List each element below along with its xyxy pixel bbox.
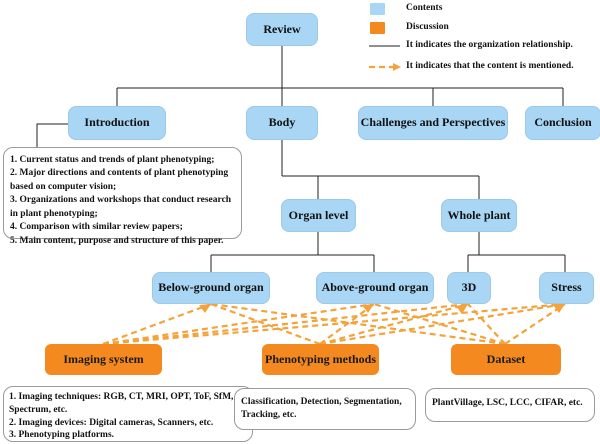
imaging-note-line-1: 1. Imaging techniques: RGB, CT, MRI, OPT… xyxy=(9,392,234,415)
imaging-system-note: 1. Imaging techniques: RGB, CT, MRI, OPT… xyxy=(3,386,253,442)
node-conclusion: Conclusion xyxy=(525,106,600,140)
legend-contents-swatch xyxy=(370,3,385,15)
node-review: Review xyxy=(246,13,318,46)
legend-discussion-swatch xyxy=(370,22,385,34)
imaging-note-line-3: 3. Phenotyping platforms. xyxy=(9,430,115,441)
legend-mention-label: It indicates that the content is mention… xyxy=(406,61,574,71)
intro-note-line-1: 1. Current status and trends of plant ph… xyxy=(10,155,215,165)
introduction-note: 1. Current status and trends of plant ph… xyxy=(3,147,242,246)
node-challenges: Challenges and Perspectives xyxy=(358,106,508,140)
mention-arrowheads xyxy=(199,304,565,314)
phenotyping-methods-note: Classification, Detection, Segmentation,… xyxy=(234,388,416,430)
mention-lines xyxy=(102,302,566,346)
imaging-note-line-2: 2. Imaging devices: Digital cameras, Sca… xyxy=(9,417,214,428)
node-organ-level: Organ level xyxy=(281,199,356,232)
discussion-phenotyping-methods: Phenotyping methods xyxy=(262,344,379,375)
dataset-note: PlantVillage, LSC, LCC, CIFAR, etc. xyxy=(425,388,595,422)
node-below-ground-organ: Below-ground organ xyxy=(152,272,270,304)
node-stress: Stress xyxy=(539,272,594,304)
legend-contents-label: Contents xyxy=(406,3,443,13)
dataset-note-text: PlantVillage, LSC, LCC, CIFAR, etc. xyxy=(432,398,583,408)
discussion-dataset: Dataset xyxy=(451,344,561,375)
organization-lines xyxy=(36,46,566,272)
intro-note-line-2: 2. Major directions and contents of plan… xyxy=(10,168,229,192)
intro-note-line-3: 3. Organizations and workshops that cond… xyxy=(10,195,232,219)
legend-relationship-label: It indicates the organization relationsh… xyxy=(406,40,573,50)
intro-note-line-4: 4. Comparison with similar review papers… xyxy=(10,222,183,233)
intro-note-line-5: 5. Main content, purpose and structure o… xyxy=(10,235,224,246)
node-whole-plant: Whole plant xyxy=(441,199,517,232)
legend-mention-arrowhead xyxy=(393,63,401,71)
node-3d: 3D xyxy=(447,272,491,304)
methods-note-text: Classification, Detection, Segmentation,… xyxy=(241,397,402,421)
node-body: Body xyxy=(246,106,318,140)
node-introduction: Introduction xyxy=(68,106,166,140)
discussion-imaging-system: Imaging system xyxy=(45,344,162,375)
node-above-ground-organ: Above-ground organ xyxy=(316,272,434,304)
legend-discussion-label: Discussion xyxy=(406,22,449,32)
